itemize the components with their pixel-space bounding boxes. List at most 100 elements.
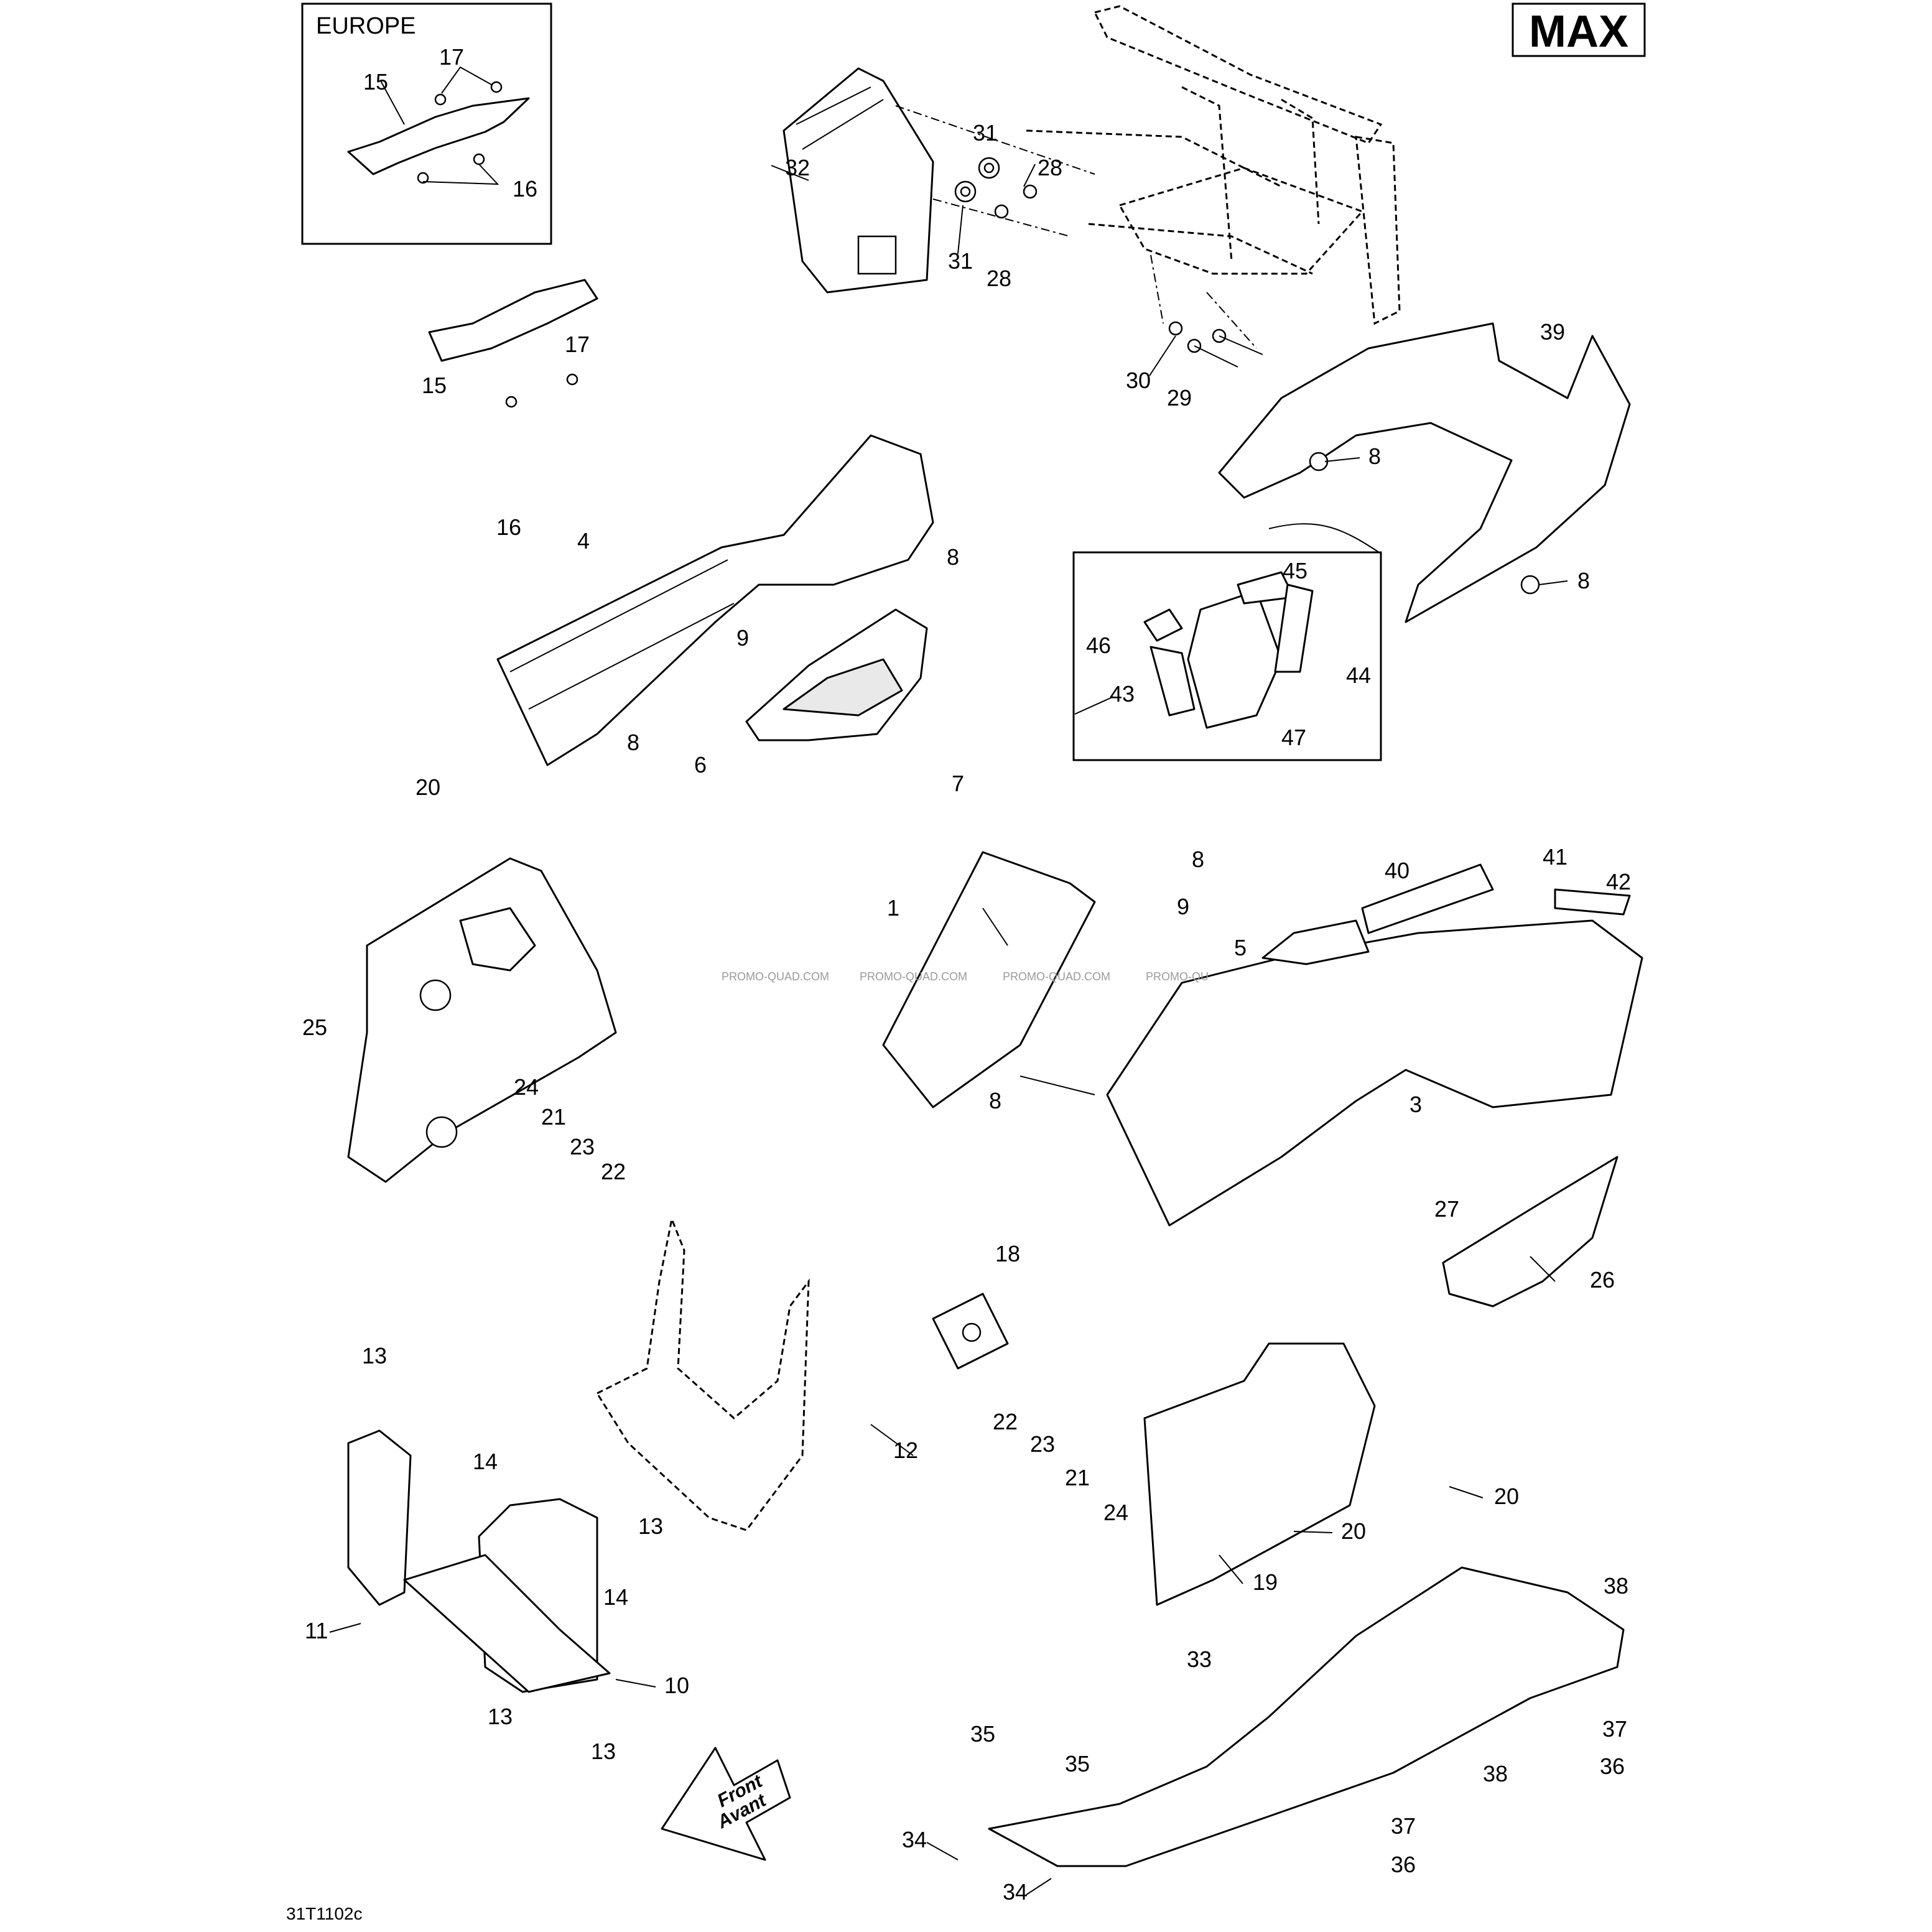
model-label: MAX: [1512, 2, 1646, 57]
callout-30: 30: [1126, 368, 1151, 393]
callout-36-b: 36: [1391, 1852, 1416, 1877]
europe-panel-15: [347, 97, 530, 175]
panel-callout-47: 47: [1281, 725, 1306, 750]
callout-10: 10: [664, 1673, 689, 1698]
callout-16: 16: [496, 514, 521, 540]
rear-frame: [1026, 5, 1401, 349]
callout-24-left: 24: [514, 1074, 539, 1100]
panel-callout-43: 43: [1110, 681, 1135, 707]
callout-11: 11: [305, 1618, 328, 1643]
callout-8-side-b: 8: [627, 730, 639, 755]
callout-9-floor: 9: [1177, 894, 1189, 919]
panel-callout-45: 45: [1283, 558, 1307, 583]
callout-18: 18: [995, 1241, 1020, 1266]
callout-33: 33: [1187, 1646, 1212, 1672]
callout-13-d: 13: [591, 1739, 616, 1764]
callout-35-b: 35: [1065, 1751, 1090, 1776]
part-19-side-guard: [1143, 1342, 1376, 1606]
callout-13-c: 13: [488, 1704, 513, 1729]
leader-lines: [329, 164, 1568, 1895]
callout-23-right: 23: [1030, 1431, 1055, 1457]
europe-callout-16: 16: [513, 176, 537, 202]
model-label-text: MAX: [1529, 7, 1628, 57]
callout-34-a: 34: [902, 1827, 927, 1852]
panel-callout-44: 44: [1346, 662, 1371, 688]
callout-39: 39: [1540, 319, 1565, 345]
callout-38-a: 38: [1604, 1573, 1628, 1599]
part-15-trim: [428, 279, 598, 362]
front-arrow: Front Avant: [661, 1747, 791, 1861]
callout-21-right: 21: [1065, 1465, 1090, 1490]
callout-4: 4: [577, 528, 590, 554]
callout-26: 26: [1590, 1267, 1615, 1293]
callout-8-side-a: 8: [947, 544, 959, 570]
part-40-strip: [1361, 863, 1494, 934]
part-4-side-panel: [496, 434, 934, 766]
callout-37-b: 37: [1391, 1813, 1416, 1839]
part-5-insert: [1261, 919, 1370, 965]
part-10-front-bumper: [347, 1429, 611, 1693]
watermark-3: PROMO-QUAD.COM: [1003, 970, 1110, 983]
callout-8-floor-b: 8: [989, 1088, 1001, 1113]
callout-13-a: 13: [362, 1343, 387, 1368]
part-39-rear-fender: [1218, 322, 1631, 623]
callout-27: 27: [1434, 1196, 1459, 1222]
callout-9-side: 9: [736, 625, 749, 651]
callout-14-a: 14: [473, 1449, 498, 1474]
callout-28-bottom: 28: [987, 266, 1011, 291]
part-6-footwell: [745, 608, 928, 741]
part-33-skid-plate: [988, 1566, 1625, 1867]
watermark-2: PROMO-QUAD.COM: [860, 970, 967, 983]
callout-19: 19: [1253, 1569, 1278, 1595]
callout-14-b: 14: [603, 1584, 628, 1610]
callouts: 32 31 28 31 28 39 30 29 8 8 17 15 16 4 8…: [302, 120, 1631, 1905]
panel-callout-46: 46: [1086, 633, 1111, 658]
callout-31-top: 31: [973, 120, 998, 146]
callout-41: 41: [1543, 844, 1567, 870]
callout-24-right: 24: [1103, 1500, 1128, 1525]
callout-38-b: 38: [1483, 1761, 1508, 1786]
callout-34-b: 34: [1003, 1879, 1028, 1905]
callout-20-right-a: 20: [1494, 1484, 1519, 1509]
part-1-panel: [882, 851, 1096, 1108]
callout-37-a: 37: [1602, 1716, 1627, 1742]
drawing-code: 31T1102c: [286, 1904, 362, 1923]
part-3-floor-panel: [1106, 919, 1643, 1227]
callout-6: 6: [694, 752, 707, 778]
callout-7: 7: [952, 771, 964, 796]
callout-20-right-b: 20: [1341, 1518, 1366, 1544]
callout-5: 5: [1234, 935, 1247, 960]
callout-1: 1: [887, 895, 899, 921]
watermark-4: PROMO-QU: [1146, 970, 1209, 983]
callout-36-a: 36: [1600, 1753, 1625, 1779]
callout-31-bottom: 31: [948, 248, 973, 274]
callout-13-b: 13: [638, 1513, 663, 1539]
callout-22-right: 22: [993, 1409, 1018, 1434]
callout-21-left: 21: [541, 1104, 566, 1130]
part-26-footrest: [1442, 1156, 1619, 1307]
callout-42: 42: [1606, 869, 1631, 894]
callout-40: 40: [1385, 858, 1410, 883]
part-42-strip: [1554, 888, 1631, 916]
callout-25: 25: [302, 1015, 327, 1040]
part-18-grommet: [932, 1293, 1009, 1370]
callout-23-left: 23: [570, 1134, 595, 1159]
callout-29: 29: [1167, 385, 1192, 411]
callout-8-fender-b: 8: [1577, 568, 1590, 593]
inset-panel: 45 46 43 44 47: [1072, 523, 1382, 761]
callout-35-a: 35: [970, 1721, 995, 1747]
part-25-bracket: [347, 857, 617, 1183]
europe-callout-15: 15: [363, 69, 388, 95]
part-32-storage: [783, 67, 934, 294]
callout-17: 17: [565, 332, 590, 357]
europe-callout-17: 17: [439, 44, 464, 70]
callout-3: 3: [1410, 1092, 1422, 1117]
callout-15: 15: [422, 373, 447, 398]
callout-20-left: 20: [416, 774, 440, 800]
watermark-1: PROMO-QUAD.COM: [722, 970, 829, 983]
callout-8-fender-a: 8: [1368, 444, 1381, 469]
callout-8-floor-a: 8: [1192, 847, 1204, 872]
front-frame: [595, 1215, 810, 1531]
europe-inset-title: EUROPE: [316, 13, 416, 39]
